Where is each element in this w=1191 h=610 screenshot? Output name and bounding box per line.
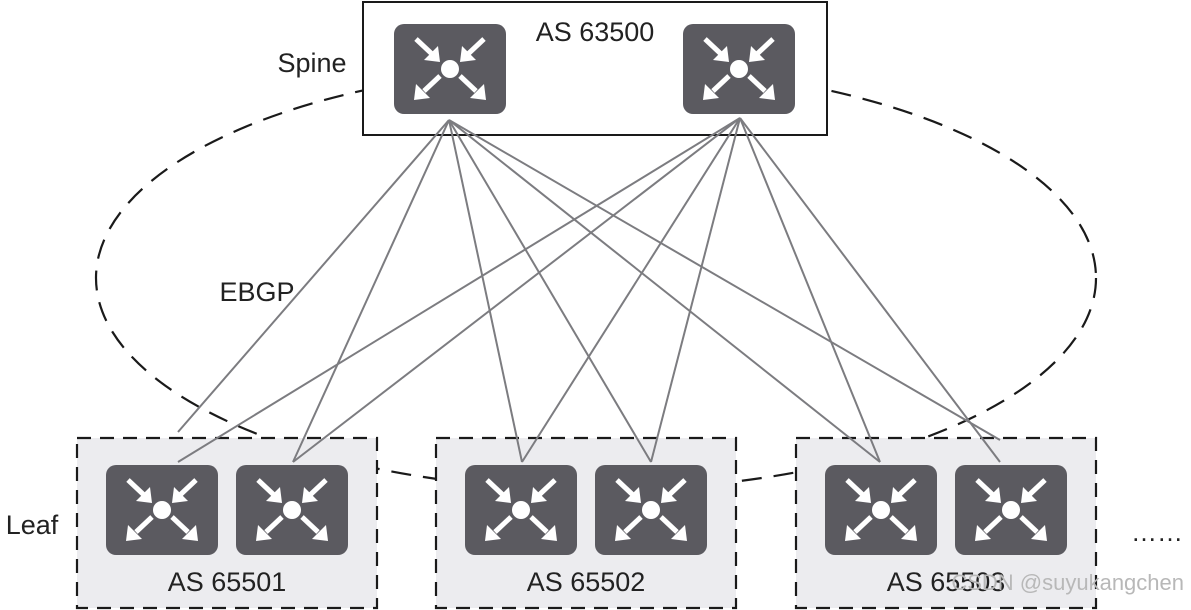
router-icon (106, 465, 218, 555)
router-icon (595, 465, 707, 555)
link (448, 119, 1001, 441)
router-icon (683, 24, 795, 114)
spine-label: Spine (277, 48, 346, 78)
links (177, 117, 1001, 463)
leaf-label: Leaf (6, 510, 59, 540)
router-icon (955, 465, 1067, 555)
link (177, 117, 741, 463)
link (448, 119, 523, 463)
router-icon (394, 24, 506, 114)
link (739, 117, 1001, 463)
link (448, 119, 652, 463)
link (292, 119, 450, 463)
leaf-as-label-2: AS 65502 (527, 567, 646, 597)
ebgp-label: EBGP (219, 277, 294, 307)
link (292, 117, 741, 463)
router-icon (825, 465, 937, 555)
continuation-ellipsis: …… (1131, 517, 1183, 547)
leaf-as-label-1: AS 65501 (168, 567, 287, 597)
link (448, 119, 881, 463)
spine-as-label: AS 63500 (536, 17, 655, 47)
link (177, 119, 450, 433)
router-icon (465, 465, 577, 555)
watermark: CSDN @suyukangchen (951, 570, 1184, 595)
link (650, 117, 741, 463)
link (739, 117, 881, 463)
router-icon (236, 465, 348, 555)
leaf-as-label-3: AS 65503 (887, 567, 1006, 597)
link (521, 117, 741, 463)
